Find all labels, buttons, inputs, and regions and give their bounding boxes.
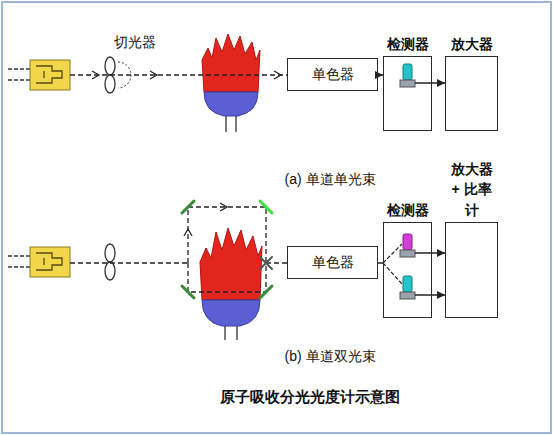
box-heading: 放大器 [442, 34, 502, 54]
light-beam [70, 203, 287, 292]
figure-title: 原子吸收分光光度计示意图 [220, 388, 400, 407]
box-label: 单色器 [312, 66, 354, 84]
part-label: 切光器 [114, 34, 156, 52]
flame-burner [200, 228, 262, 340]
box-heading: 检测器 [378, 34, 438, 54]
hollow-cathode-lamp [8, 247, 70, 277]
box-label: 单色器 [312, 254, 354, 272]
device-box: 放大器 [445, 56, 498, 131]
process-box: 单色器 [287, 246, 378, 279]
device-box: 放大器 + 比率计 [445, 222, 498, 318]
connector [432, 252, 445, 254]
light-beam [70, 71, 287, 79]
subfigure-caption: (b) 单道双光束 [285, 348, 376, 366]
device-box: 检测器 [383, 222, 432, 318]
mirror [182, 201, 272, 298]
photomultiplier-tube [400, 64, 432, 87]
flame-burner [202, 34, 260, 132]
connector [432, 82, 445, 84]
hollow-cathode-lamp [8, 60, 70, 90]
photomultiplier-tube [383, 234, 445, 299]
chopper [105, 244, 115, 280]
process-box: 单色器 [287, 58, 378, 91]
box-heading: 放大器 + 比率计 [448, 159, 496, 220]
device-box: 检测器 [383, 56, 432, 131]
box-heading: 检测器 [378, 200, 438, 220]
subfigure-caption: (a) 单道单光束 [285, 171, 376, 189]
